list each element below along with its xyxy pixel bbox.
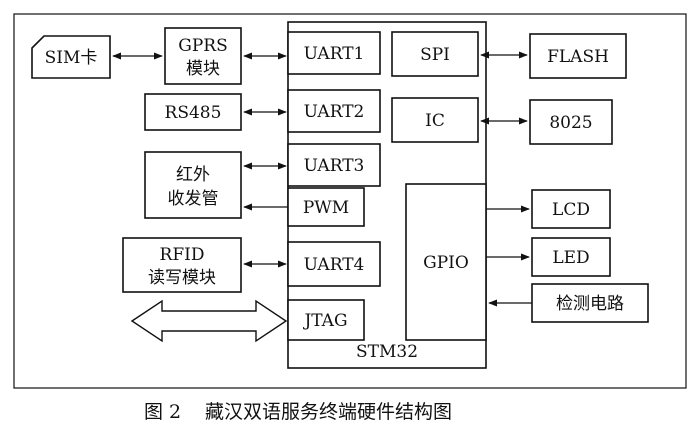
- detect-circuit-label: 检测电路: [556, 294, 624, 314]
- infrared-label-line1: 红外: [176, 165, 210, 185]
- figure-caption: 藏汉双语服务终端硬件结构图: [205, 401, 452, 423]
- spi-label: SPI: [420, 45, 450, 65]
- module-rfid: RFID 读写模块: [122, 237, 242, 293]
- jtag-double-arrow: [130, 299, 288, 343]
- module-infrared: 红外 收发管: [144, 151, 242, 219]
- gpio-block: GPIO: [405, 183, 487, 341]
- uart1-label: UART1: [304, 44, 365, 64]
- port-spi: SPI: [391, 31, 479, 77]
- module-lcd: LCD: [531, 189, 611, 229]
- uart3-label: UART3: [304, 156, 365, 176]
- pwm-label: PWM: [303, 198, 349, 218]
- infrared-label-line2: 收发管: [168, 189, 219, 209]
- sim-card-label: SIM卡: [45, 48, 98, 68]
- module-flash: FLASH: [529, 33, 627, 79]
- module-8025: 8025: [529, 99, 613, 145]
- diagram-frame: [13, 13, 687, 389]
- gprs-label-line1: GPRS: [178, 36, 227, 56]
- port-uart1: UART1: [287, 31, 381, 75]
- rfid-label-line2: 读写模块: [148, 268, 216, 288]
- module-detect-circuit: 检测电路: [531, 283, 649, 323]
- uart4-label: UART4: [304, 255, 365, 275]
- lcd-label: LCD: [552, 200, 590, 220]
- port-jtag: JTAG: [287, 299, 365, 341]
- gprs-label-line2: 模块: [186, 59, 220, 79]
- port-uart2: UART2: [287, 89, 381, 133]
- led-label: LED: [552, 248, 589, 268]
- stm32-label: STM32: [356, 342, 418, 362]
- port-ic: IC: [391, 97, 479, 143]
- rs485-label: RS485: [165, 103, 222, 123]
- module-gprs: GPRS 模块: [164, 27, 242, 85]
- uart2-label: UART2: [304, 102, 365, 122]
- flash-label: FLASH: [547, 47, 609, 67]
- jtag-label: JTAG: [302, 311, 347, 331]
- ic-label: IC: [425, 111, 445, 131]
- rfid-label-line1: RFID: [160, 245, 205, 265]
- gpio-label: GPIO: [423, 253, 469, 273]
- module-led: LED: [531, 237, 611, 277]
- figure-number: 图 2: [144, 401, 181, 423]
- port-uart4: UART4: [287, 241, 381, 287]
- module-sim-card: SIM卡: [31, 35, 111, 79]
- port-uart3: UART3: [287, 143, 381, 187]
- module-rs485: RS485: [144, 93, 242, 131]
- chip-8025-label: 8025: [549, 113, 592, 133]
- port-pwm: PWM: [287, 187, 365, 227]
